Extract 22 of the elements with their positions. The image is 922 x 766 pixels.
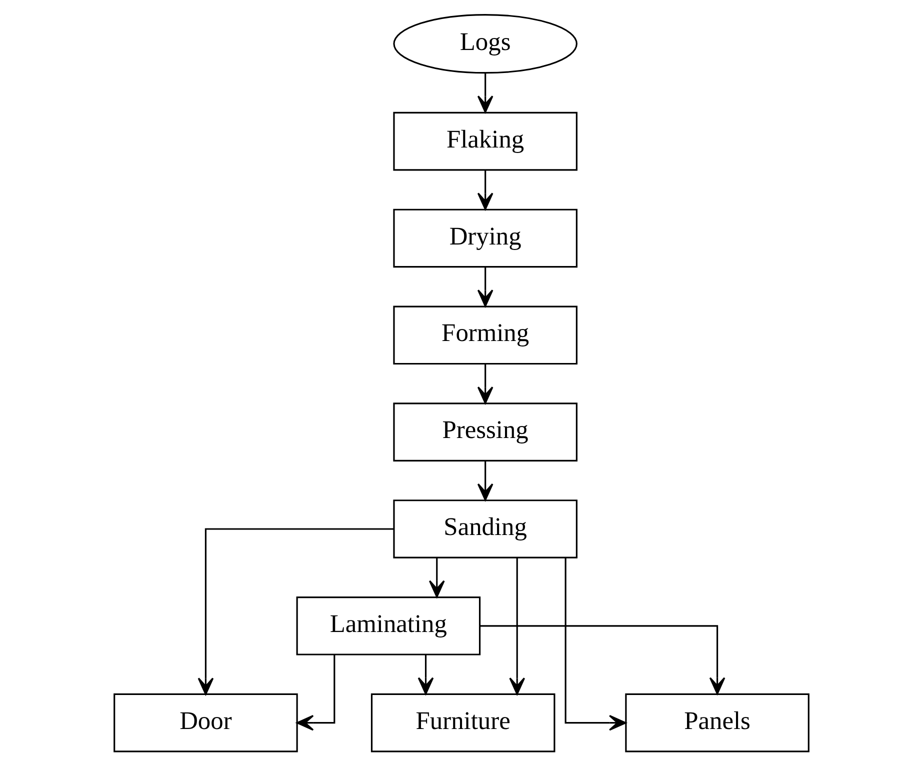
node-ellipse: Logs xyxy=(392,14,577,74)
arrow xyxy=(564,558,626,731)
node-box: Pressing xyxy=(392,402,577,462)
arrow xyxy=(476,170,493,210)
arrow xyxy=(508,558,525,695)
arrow xyxy=(296,654,335,731)
arrow xyxy=(476,267,493,307)
arrow xyxy=(476,364,493,404)
node-box: Forming xyxy=(392,306,577,365)
node-box: Flaking xyxy=(392,112,577,171)
node-box: Drying xyxy=(392,208,577,268)
node-box: Furniture xyxy=(370,693,555,752)
node-box: Laminating xyxy=(296,596,480,656)
arrow xyxy=(197,528,394,695)
node-box: Door xyxy=(113,693,298,752)
node-box: Panels xyxy=(624,693,809,752)
node-box: Sanding xyxy=(392,500,577,558)
arrow xyxy=(476,73,493,113)
arrow xyxy=(428,558,444,598)
arrow xyxy=(480,625,725,695)
arrow xyxy=(476,461,493,501)
arrow xyxy=(417,654,434,695)
